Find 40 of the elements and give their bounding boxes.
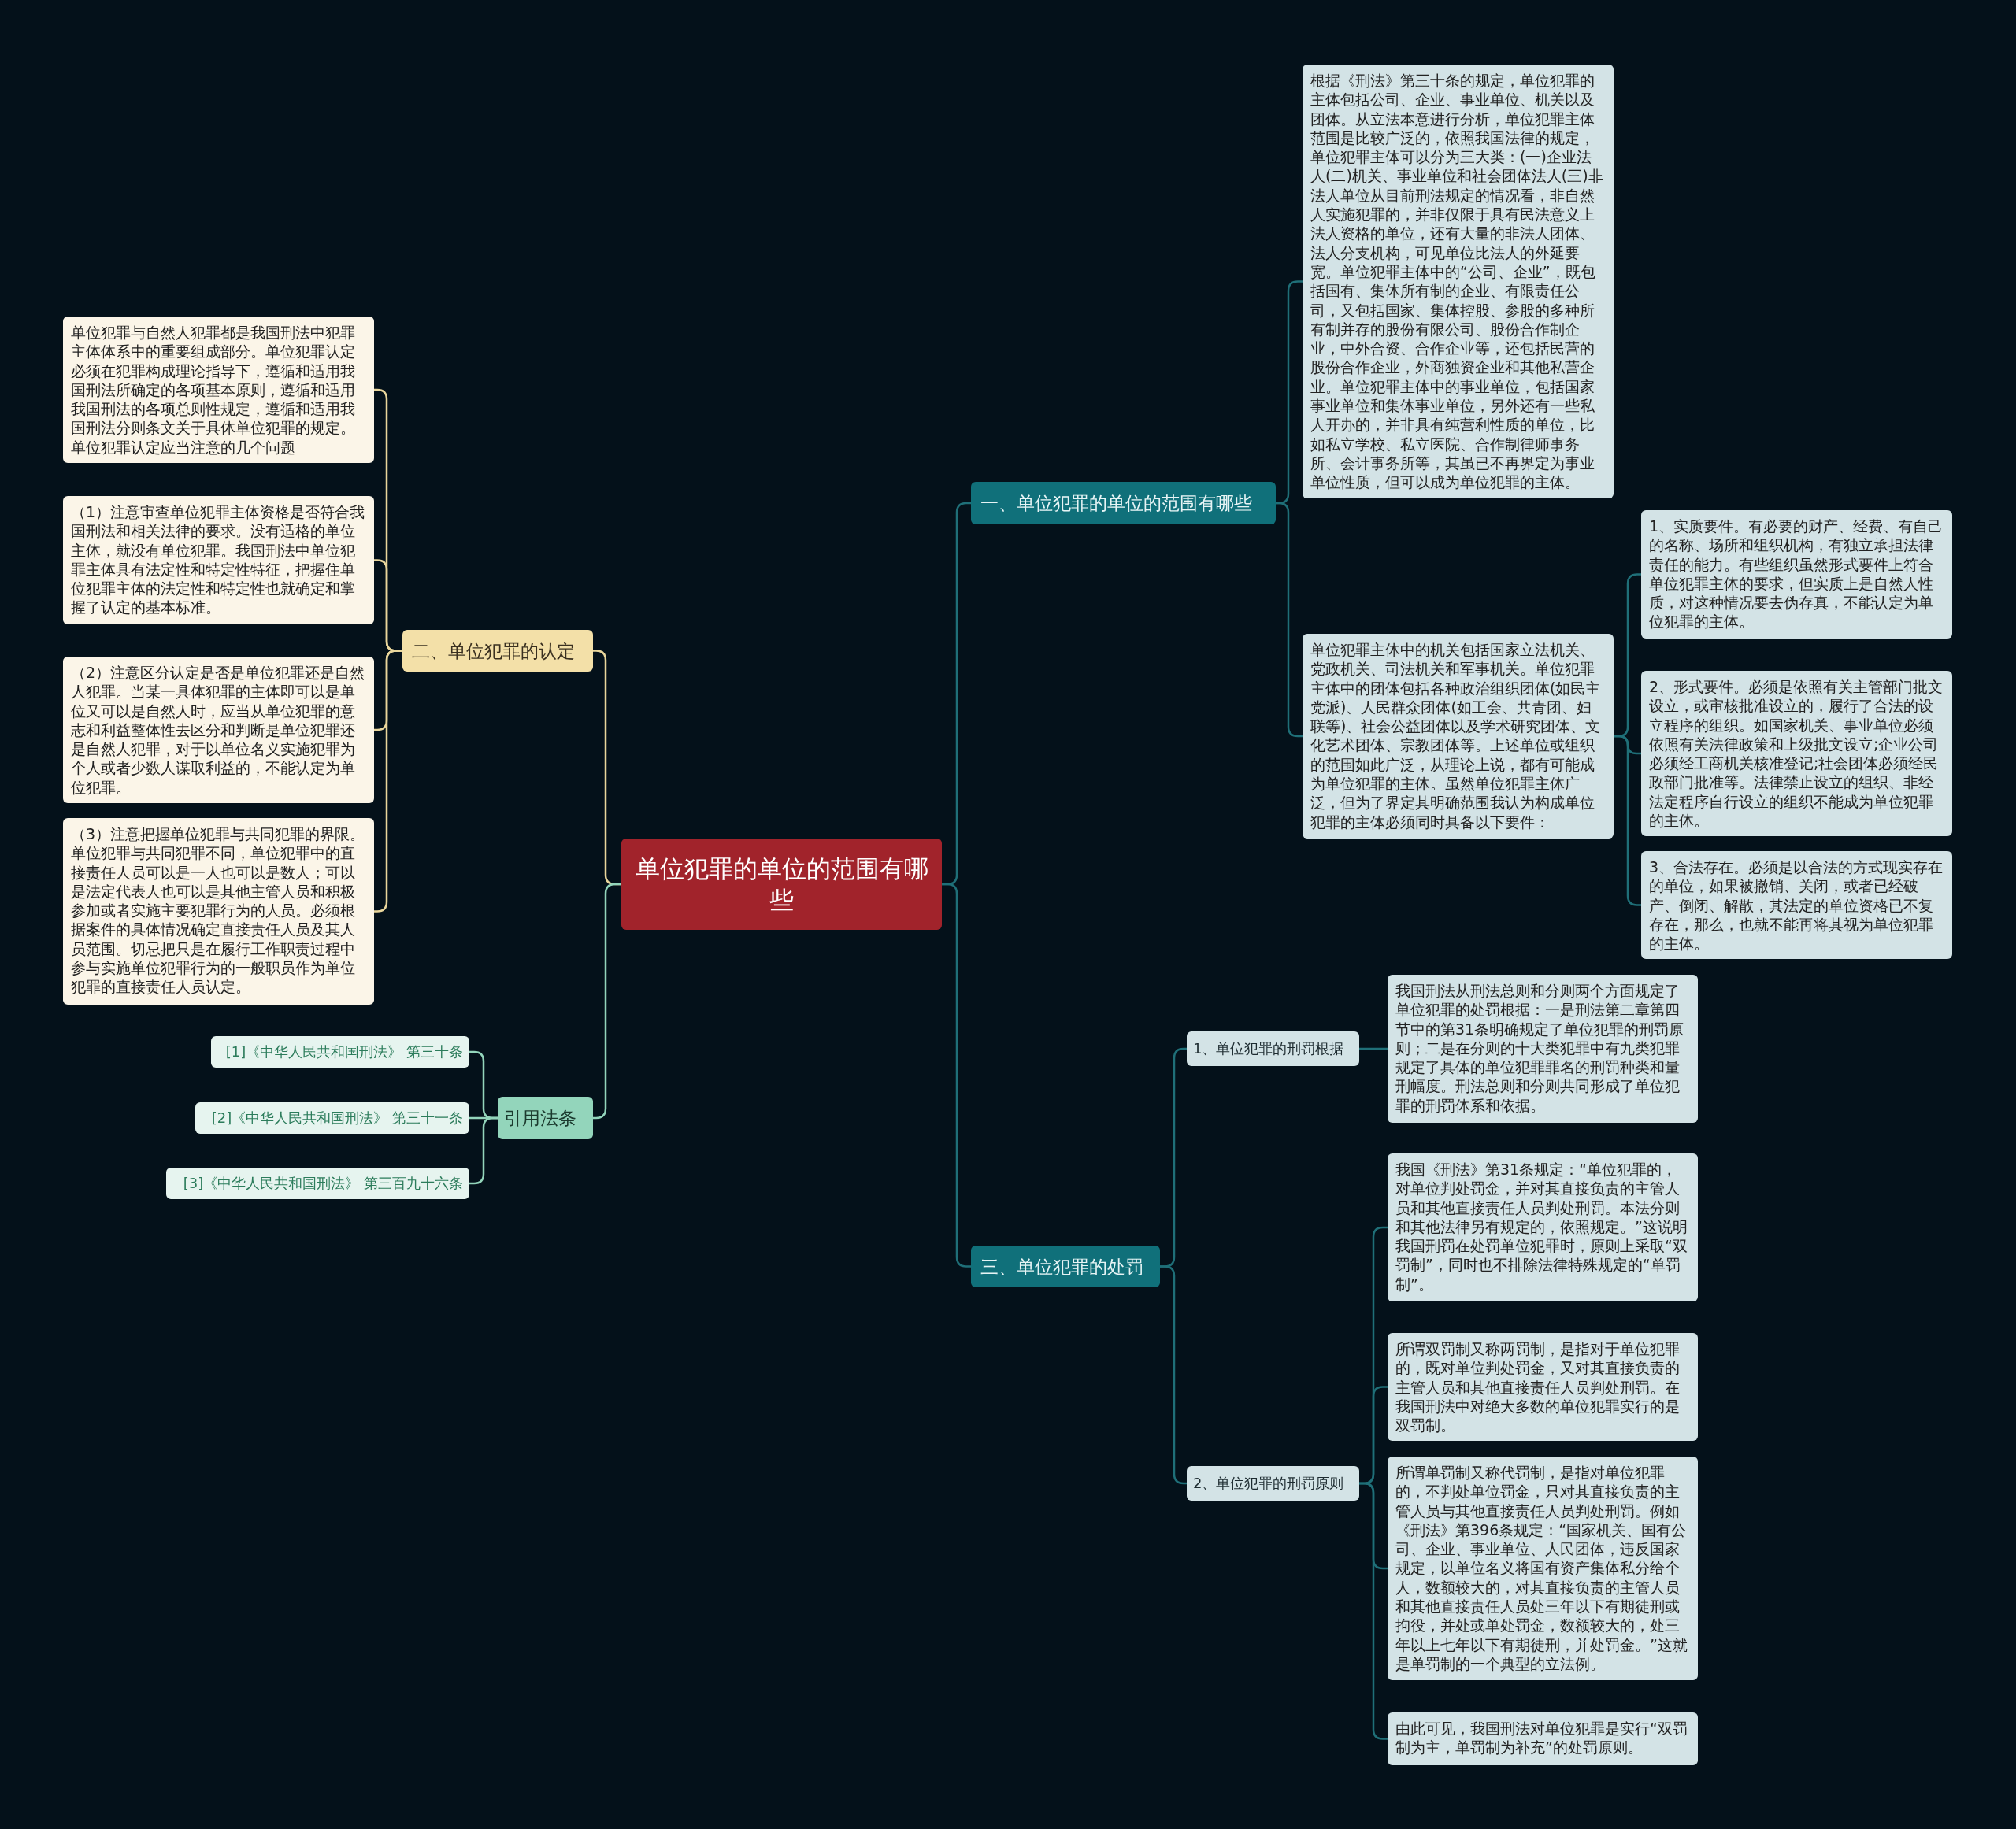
paragraph-text: （1）注意审查单位犯罪主体资格是否符合我国刑法和相关法律的要求。没有适格的单位主体，就没有单位犯罪。我国刑法中单位犯罪主体具有法定性和特定性特征，把握住单位犯罪主体的法定性和特定性也就确定和掌握了认定的基本标准。 [71, 502, 366, 617]
branch-topic-box [971, 1246, 1160, 1287]
paragraph-text: 所谓单罚制又称代罚制，是指对单位犯罪的，不判处单位罚金，只对其直接负责的主管人员与其他直接责任人员判处刑罚。例如《刑法》第396条规定：“国家机关、国有公司、企业、事业单位、人民团体，违反国家规定，以单位名义将国有资产集体私分给个人，数额较大的，对其直接负责的主管人员和其他直接责任人员处三年以下有期徒刑或拘役，并处或单处罚金，数额较大的，处三年以上七年以下有期徒刑，并处罚金。”这就是单罚制的一个典型的立法例。 [1395, 1463, 1688, 1674]
subtopic-text: 2、单位犯罪的刑罚原则 [1193, 1474, 1345, 1493]
branch-topic-box [971, 482, 1276, 524]
subtopic-text: 1、单位犯罪的刑罚根据 [1193, 1039, 1345, 1058]
connector-line [1359, 1047, 1388, 1050]
citation-box [166, 1168, 469, 1199]
branch-topic-text: 三、单位犯罪的处罚 [980, 1255, 1144, 1279]
paragraph-text: 单位犯罪主体中的机关包括国家立法机关、党政机关、司法机关和军事机关。单位犯罪主体中的团体包括各种政治组织团体(如民主党派)、人民群众团体(如工会、共青团、妇联等)、社会公益团体以及学术研究团体、文化艺术团体、宗教团体等。上述单位或组织的范围如此广泛，从理论上说，都有可能成为单位犯罪的主体。虽然单位犯罪主体广泛，但为了界定其明确范围我认为构成单位犯罪的主体必须同时具备以下要件： [1310, 640, 1602, 831]
paragraph-text: 我国刑法从刑法总则和分则两个方面规定了单位犯罪的处罚根据：一是刑法第二章第四节中的第31条明确规定了单位犯罪的刑罚原则；二是在分则的十大类犯罪中有九类犯罪规定了具体的单位犯罪罪名的刑罚种类和量刑幅度。刑法总则和分则共同形成了单位犯罪的刑罚体系和依据。 [1395, 981, 1685, 1116]
paragraph-text: 由此可见，我国刑法对单位犯罪是实行“双罚制为主，单罚制为补充”的处罚原则。 [1395, 1719, 1688, 1757]
subtopic-box [1187, 1031, 1359, 1066]
text-card [1388, 1712, 1698, 1765]
paragraph-text: 2、形式要件。必须是依照有关主管部门批文设立，或审核批准设立的，履行了合法的设立程序的组织。如国家机关、事业单位必须依照有关法律政策和上级批文设立;企业公司必须经工商机关核准登记;社会团体必须经民政部门批准等。法律禁止设立的组织、非经法定程序自行设立的组织不能成为单位犯罪的主体。 [1649, 677, 1944, 831]
paragraph-text: 所谓双罚制又称两罚制，是指对于单位犯罪的，既对单位判处罚金，又对其直接负责的主管人员和其他直接责任人员判处刑罚。在我国刑法中对绝大多数的单位犯罪实行的是双罚制。 [1395, 1339, 1681, 1435]
citation-text: [3]《中华人民共和国刑法》 第三百九十六条 [182, 1174, 463, 1193]
citation-text: [2]《中华人民共和国刑法》 第三十一条 [210, 1109, 463, 1127]
paragraph-text: 单位犯罪与自然人犯罪都是我国刑法中犯罪主体体系中的重要组成部分。单位犯罪认定必须在犯罪构成理论指导下，遵循和适用我国刑法所确定的各项基本原则，遵循和适用我国刑法的各项总则性规定，遵循和适用我国刑法分则条文关于具体单位犯罪的规定。单位犯罪认定应当注意的几个问题 [71, 323, 356, 457]
text-card [1388, 975, 1698, 1123]
text-card [1641, 851, 1952, 960]
branch-topic-text: 引用法条 [504, 1107, 577, 1130]
branch-topic-text: 二、单位犯罪的认定 [412, 639, 576, 663]
branch-topic-text: 一、单位犯罪的单位的范围有哪些 [980, 492, 1253, 515]
branch-topic-box [498, 1097, 593, 1139]
paragraph-text: 我国《刑法》第31条规定：“单位犯罪的，对单位判处罚金，并对其直接负责的主管人员和其他直接责任人员判处刑罚。本法分则和其他法律另有规定的，依照规定。”这说明我国刑罚在处罚单位犯罪时，原则上采取“双罚制”，同时也不排除法律特殊规定的“单罚制”。 [1395, 1160, 1688, 1294]
citation-box [195, 1102, 469, 1134]
paragraph-text: 1、实质要件。有必要的财产、经费、有自己的名称、场所和组织机构，有独立承担法律责任的能力。有些组织虽然形式要件上符合单位犯罪主体的要求，但实质上是自然人性质，对这种情况要去伪存真，不能认定为单位犯罪的主体。 [1649, 516, 1944, 631]
branch-topic-box [402, 630, 593, 672]
citation-box [211, 1036, 469, 1068]
text-card [1388, 1333, 1698, 1442]
citation-text: [1]《中华人民共和国刑法》 第三十条 [224, 1042, 463, 1061]
text-card [63, 317, 374, 464]
central-topic-text: 单位犯罪的单位的范围有哪些 [634, 853, 929, 916]
subtopic-box [1187, 1466, 1359, 1501]
paragraph-text: （3）注意把握单位犯罪与共同犯罪的界限。单位犯罪与共同犯罪不同，单位犯罪中的直接责任人员可以是一人也可以是数人；可以是法定代表人也可以是其他主管人员和积极参加或者实施主要犯罪行为的人员。必须根据案件的具体情况确定直接责任人员及其人员范围。切忌把只是在履行工作职责过程中参与实施单位犯罪行为的一般职员作为单位犯罪的直接责任人员认定。 [71, 824, 366, 997]
paragraph-text: 3、合法存在。必须是以合法的方式现实存在的单位，如果被撤销、关闭，或者已经破产、倒闭、解散，其法定的单位资格已不复存在，那么，也就不能再将其视为单位犯罪的主体。 [1649, 857, 1944, 953]
paragraph-text: （2）注意区分认定是否是单位犯罪还是自然人犯罪。当某一具体犯罪的主体即可以是单位又可以是自然人时，应当从单位犯罪的意志和利益整体性去区分和判断是单位犯罪还是自然人犯罪，对于以单位名义实施犯罪为个人或者少数人谋取利益的，不能认定为单位犯罪。 [71, 663, 366, 798]
central-topic-box [621, 839, 942, 930]
paragraph-text: 根据《刑法》第三十条的规定，单位犯罪的主体包括公司、企业、事业单位、机关以及团体。从立法本意进行分析，单位犯罪主体范围是比较广泛的，依照我国法律的规定，单位犯罪主体可以分为三大类：(一)企业法人(二)机关、事业单位和社会团体法人(三)非法人单位从目前刑法规定的情况看，非自然人实施犯罪的，并非仅限于具有民法意义上法人资格的单位，还有大量的非法人团体、法人分支机构，可见单位比法人的外延要宽。单位犯罪主体中的“公司、企业”，既包括国有、集体所有制的企业、有限责任公司，又包括国家、集体控股、参股的多种所有制并存的股份有限公司、股份合作制企业，中外合资、合作企业等，还包括民营的股份合作企业，外商独资企业和其他私营企业。单位犯罪主体中的事业单位，包括国家事业单位和集体事业单位，另外还有一些私人开办的，并非具有纯营利性质的单位，比如私立学校、私立医院、合作制律师事务所、会计事务所等，其虽已不再界定为事业单位性质，但可以成为单位犯罪的主体。 [1310, 71, 1604, 492]
